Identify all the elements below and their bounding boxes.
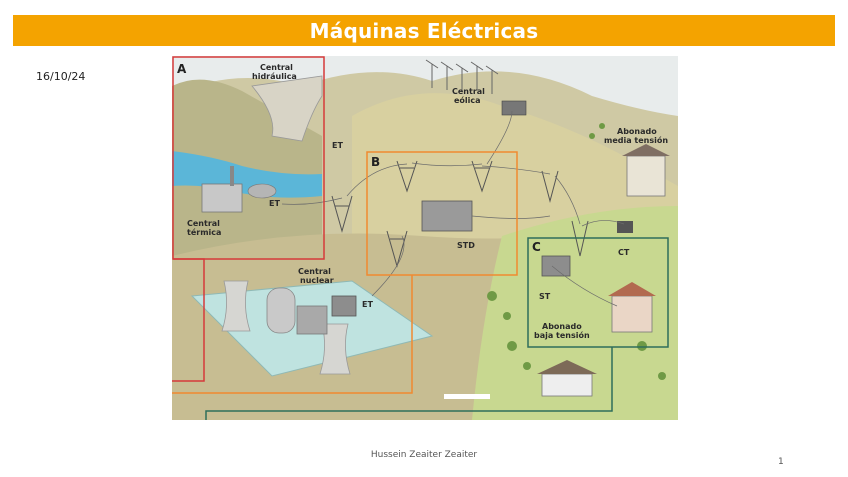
- et-nuclear-label: ET: [362, 300, 373, 309]
- central-termica-line2: térmica: [187, 227, 221, 237]
- footer-author: Hussein Zeaiter Zeaiter: [370, 450, 478, 460]
- house-baja: [611, 295, 653, 333]
- ct-label: CT: [618, 248, 630, 257]
- chimney: [230, 166, 234, 186]
- section-b-leader: [172, 275, 413, 394]
- central-hidraulica-line1: Central: [260, 63, 293, 72]
- roof-bottom: [537, 360, 597, 374]
- wind-substation: [501, 100, 527, 116]
- abonado-media-line1: Abonado: [617, 127, 657, 136]
- house-bottom: [541, 373, 593, 397]
- central-nuclear-line1: Central: [298, 267, 331, 276]
- section-b-box: [366, 151, 518, 276]
- section-b-label: B: [371, 155, 380, 169]
- house-media: [626, 155, 666, 197]
- abonado-baja-line1: Abonado: [542, 322, 582, 331]
- roof-baja: [608, 282, 656, 296]
- abonado-media-line2: media tensión: [604, 135, 668, 145]
- section-a-label: A: [177, 62, 187, 76]
- thermal-plant: [201, 183, 243, 213]
- st-box: [541, 255, 571, 277]
- section-c-leader: [205, 347, 613, 420]
- central-eolica-line2: eólica: [454, 95, 481, 105]
- section-a-box: [172, 56, 325, 260]
- ct-transformer: [617, 221, 633, 233]
- fuel-tank: [247, 183, 277, 199]
- et-top-label: ET: [332, 141, 343, 150]
- std-label: STD: [457, 241, 475, 250]
- reactor-dome: [266, 287, 296, 334]
- et-left-label: ET: [269, 199, 280, 208]
- turbine-hall: [296, 305, 328, 335]
- central-termica-line1: Central: [187, 219, 220, 228]
- st-label: ST: [539, 292, 551, 301]
- cooling-tower-2: [319, 323, 351, 375]
- central-hidraulica-line2: hidráulica: [252, 72, 297, 81]
- wind-turbines: [425, 59, 499, 94]
- page-number: 1: [778, 457, 784, 467]
- slide-title: Máquinas Eléctricas: [309, 18, 539, 43]
- central-eolica-line1: Central: [452, 87, 485, 96]
- central-nuclear-line2: nuclear: [300, 276, 334, 285]
- roof-media: [622, 144, 670, 156]
- title-bar: Máquinas Eléctricas: [13, 15, 835, 46]
- trees: [487, 123, 666, 380]
- std-substation: [421, 200, 473, 232]
- section-a-leader: [172, 258, 205, 382]
- nuclear-et-box: [331, 295, 357, 317]
- dam: [251, 75, 323, 142]
- power-lines: [281, 110, 625, 307]
- slide-date: 16/10/24: [36, 70, 86, 83]
- white-bar: [444, 394, 490, 399]
- section-c-box: [527, 237, 669, 348]
- cooling-tower-1: [221, 280, 251, 332]
- power-grid-illustration: A B C Central hidráulica Central eólica …: [172, 56, 678, 420]
- section-c-label: C: [532, 240, 541, 254]
- abonado-baja-line2: baja tensión: [534, 330, 590, 340]
